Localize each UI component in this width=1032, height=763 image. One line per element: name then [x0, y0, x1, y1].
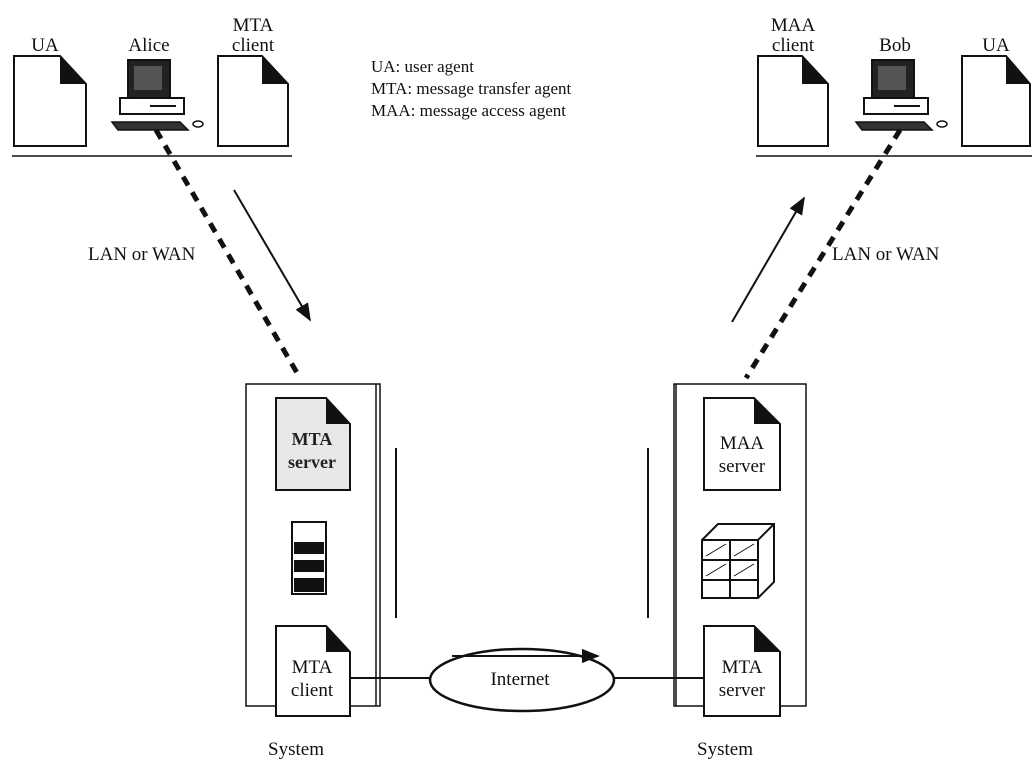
maa-client-document-icon	[757, 55, 829, 147]
mta-client-document-icon	[217, 55, 289, 147]
receiver-mta-server-line2: server	[718, 680, 766, 701]
internet-cloud-icon	[428, 647, 616, 713]
ua-label: UA	[31, 35, 59, 56]
maa-server-label: MAA server	[719, 432, 765, 478]
mailboxes-icon	[701, 523, 775, 599]
alice-station	[12, 55, 292, 157]
alice-link-label: LAN or WAN	[88, 244, 196, 265]
maa-server-label-line2: server	[718, 456, 766, 477]
computer-icon-bob	[854, 59, 948, 131]
ua-document-fold	[60, 56, 86, 84]
sender-mta-client-line1: MTA	[291, 657, 333, 678]
bob-link-label: LAN or WAN	[832, 244, 940, 265]
alice-dashed-link	[153, 128, 303, 380]
internet-label: Internet	[490, 669, 550, 690]
maa-client-label-line2: client	[771, 35, 815, 56]
maa-client-label-line1: MAA	[770, 15, 816, 36]
bob-dashed-link	[743, 128, 903, 380]
mail-queue-icon	[291, 521, 327, 595]
mta-server-label-line2: server	[288, 452, 336, 472]
sender-system	[245, 383, 397, 717]
alice-label: Alice	[128, 35, 170, 56]
maa-server-label-line1: MAA	[719, 433, 765, 454]
bob-station	[756, 55, 1032, 157]
bob-label: Bob	[879, 35, 911, 56]
mta-client-label-line1: MTA	[232, 15, 274, 36]
receiver-mta-server-line1: MTA	[721, 657, 763, 678]
bob-direction-arrow	[731, 196, 805, 323]
legend-item-ua: UA: user agent	[371, 57, 474, 76]
receiver-system-label: System	[697, 739, 753, 760]
receiver-mta-server-label: MTA server	[719, 656, 765, 702]
bob-ua-document-icon	[961, 55, 1031, 147]
legend-item-mta: MTA: message transfer agent	[371, 79, 572, 98]
ua-document-icon	[13, 55, 87, 147]
alice-direction-arrow	[233, 189, 311, 322]
mta-client-label-line2: client	[231, 35, 275, 56]
sender-mta-client-line2: client	[290, 680, 334, 701]
receiver-system	[647, 383, 807, 717]
mta-server-label: MTA server	[288, 428, 336, 474]
computer-icon-alice	[110, 59, 204, 131]
legend-item-maa: MAA: message access agent	[371, 101, 566, 120]
sender-mta-client-label: MTA client	[291, 656, 333, 702]
bob-ua-label: UA	[982, 35, 1010, 56]
sender-system-label: System	[268, 739, 324, 760]
legend: UA: user agent MTA: message transfer age…	[371, 56, 571, 122]
mta-server-label-line1: MTA	[291, 429, 333, 449]
